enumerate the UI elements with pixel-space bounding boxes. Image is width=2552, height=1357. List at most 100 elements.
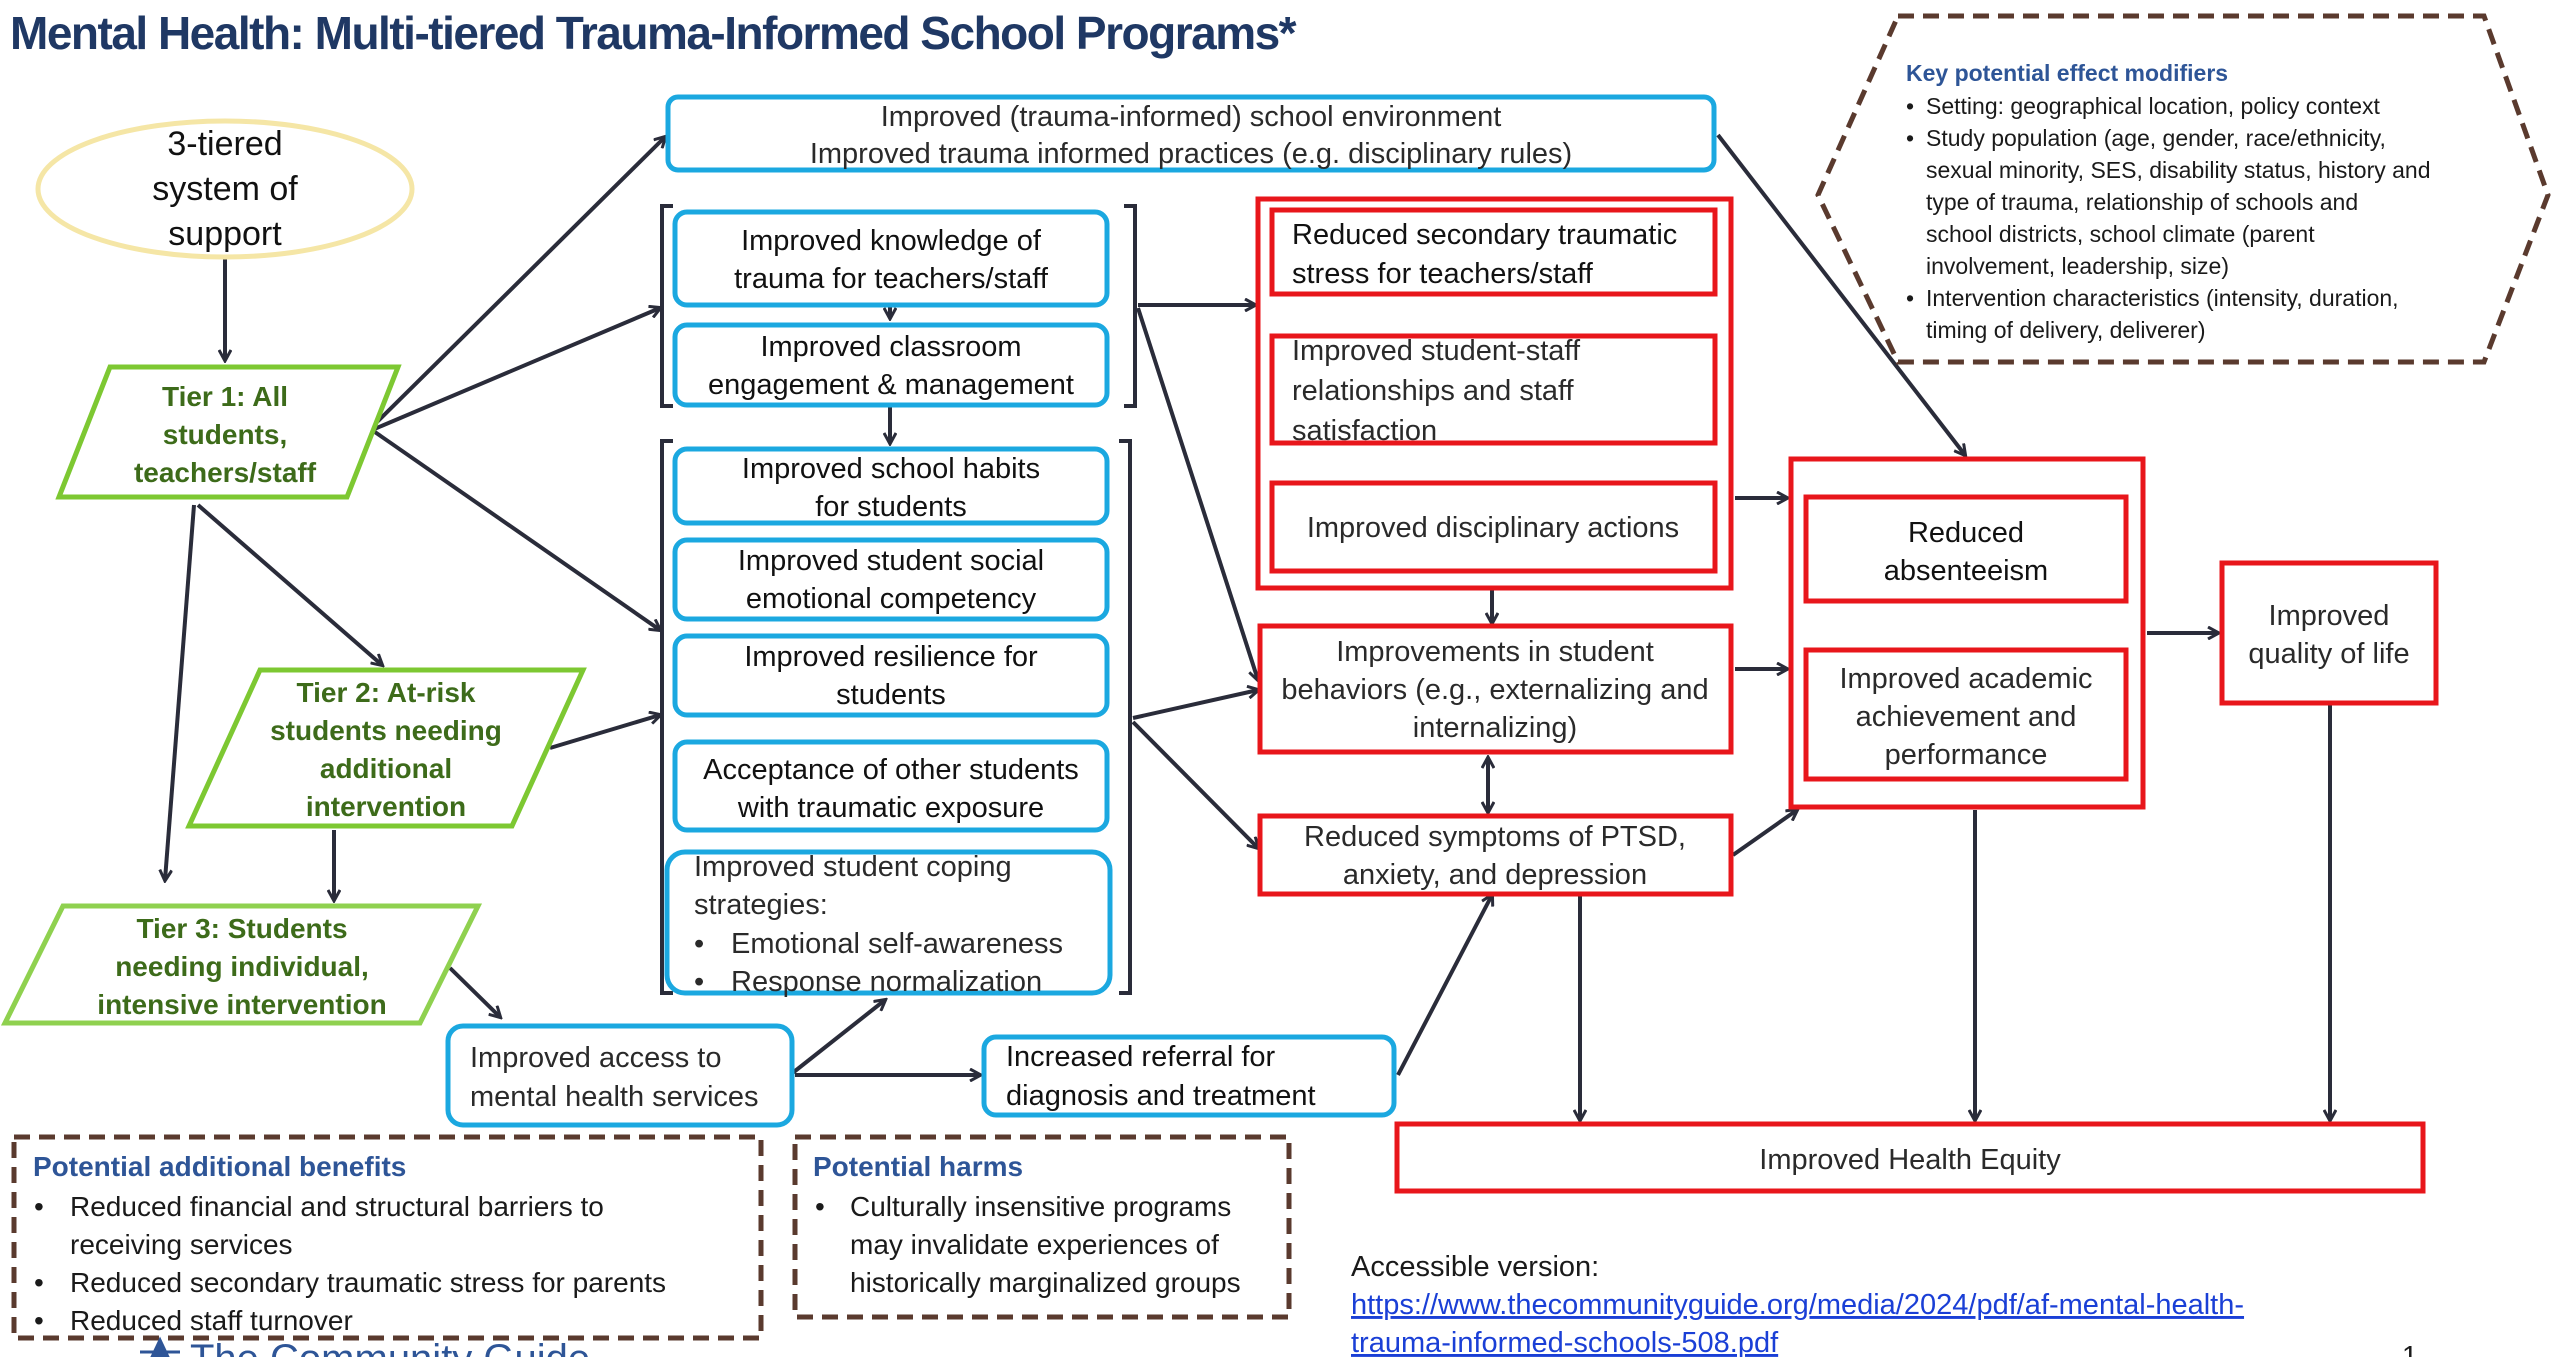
text-line: internalizing)	[1413, 712, 1577, 744]
text-line: engagement & management	[708, 369, 1074, 401]
text-line: teachers/staff	[134, 457, 317, 488]
text-line: intensive intervention	[97, 989, 386, 1020]
environment-box	[665, 94, 1717, 173]
text-line: Improved classroom	[760, 331, 1021, 363]
text-line: for students	[815, 491, 967, 523]
relationships-box	[1269, 333, 1718, 446]
students-bracket-left	[660, 439, 673, 995]
text-line: Tier 2: At-risk	[297, 677, 476, 708]
disciplinary-label: Improved disciplinary actions	[1307, 512, 1679, 544]
benefits-bullets: •Reduced financial and structural barrie…	[34, 1191, 666, 1336]
text-line: Improvements in student	[1336, 636, 1654, 668]
arrow-tier1-students	[370, 428, 660, 630]
health-equity-box	[1394, 1121, 2426, 1194]
accessible-link-line-2[interactable]: trauma-informed-schools-508.pdf	[1351, 1327, 1779, 1357]
text-line: Reduced	[1908, 517, 2024, 549]
stress-box	[1269, 207, 1718, 297]
arrow-tier1-tier3	[165, 504, 196, 880]
bullet-text: Culturally insensitive programs	[850, 1191, 1231, 1222]
access-box	[445, 1023, 795, 1128]
behaviors-box	[1257, 623, 1734, 755]
three-tier-oval	[35, 118, 415, 260]
text-line: strategies:	[694, 889, 828, 921]
accessible-link[interactable]: https://www.thecommunityguide.org/media/…	[1351, 1289, 2244, 1357]
bullet-marker: •	[1906, 285, 1914, 311]
text-line: Reduced symptoms of PTSD,	[1304, 821, 1686, 853]
coping-box	[664, 849, 1113, 996]
bullet-text: timing of delivery, deliverer)	[1926, 317, 2206, 343]
text-line: Tier 3: Students	[136, 913, 347, 944]
coping-bullets: • Emotional self-awareness • Response no…	[694, 928, 1063, 998]
habits-box	[672, 446, 1110, 526]
arrow-tier1-staff	[371, 308, 660, 432]
absenteeism-box	[1803, 494, 2129, 604]
tier2-box	[185, 667, 587, 829]
text-line: trauma for teachers/staff	[734, 263, 1049, 295]
acceptance-box	[672, 739, 1110, 833]
bullet-marker: •	[34, 1305, 44, 1336]
bullet-text: Study population (age, gender, race/ethn…	[1926, 125, 2386, 151]
arrow-referral-ptsd	[1396, 895, 1492, 1076]
tier2-label: Tier 2: At-risk students needing additiona…	[270, 677, 502, 822]
bullet-text: sexual minority, SES, disability status,…	[1926, 157, 2431, 183]
text-line: Improved school habits	[742, 453, 1040, 485]
text-line: behaviors (e.g., externalizing and	[1281, 674, 1708, 706]
ptsd-box	[1257, 813, 1734, 897]
text-line: quality of life	[2248, 638, 2409, 670]
text-line: Improved knowledge of	[741, 225, 1042, 257]
text-line: with traumatic exposure	[737, 792, 1044, 824]
coping-bullet-1: Emotional self-awareness	[731, 928, 1063, 960]
text-line: students needing	[270, 715, 502, 746]
staff-bracket-right	[1124, 204, 1137, 408]
logo-text: The Community Guide	[190, 1337, 590, 1357]
modifiers-heading: Key potential effect modifiers	[1906, 60, 2228, 86]
logo-star-icon	[140, 1336, 180, 1357]
text-line: anxiety, and depression	[1343, 859, 1647, 891]
knowledge-label: Improved knowledge of trauma for teachers…	[734, 225, 1049, 295]
text-line: satisfaction	[1292, 415, 1437, 447]
bullet-marker: •	[34, 1191, 44, 1222]
text-line: students	[836, 679, 946, 711]
text-line: Improved (trauma-informed) school enviro…	[881, 101, 1502, 133]
arrows	[165, 133, 2330, 1120]
text-line: 3-tiered	[167, 125, 282, 163]
text-line: Improved student-staff	[1292, 335, 1581, 367]
text-line: relationships and staff	[1292, 375, 1575, 407]
text-line: achievement and	[1856, 701, 2077, 733]
text-line: emotional competency	[746, 583, 1037, 615]
referral-box	[981, 1034, 1397, 1118]
accessible-link-line-1[interactable]: https://www.thecommunityguide.org/media/…	[1351, 1289, 2244, 1321]
accessible-label: Accessible version:	[1351, 1251, 1599, 1283]
harms-heading: Potential harms	[813, 1151, 1023, 1182]
modifiers-bullets: •Setting: geographical location, policy …	[1906, 93, 2431, 343]
page-number: 1	[2402, 1340, 2418, 1357]
relationships-label: Improved student-staff relationships and …	[1292, 335, 1581, 447]
arrow-tier1-environment	[370, 137, 665, 429]
arrow-environment-academic	[1716, 133, 1965, 455]
bullet-text: school districts, school climate (parent	[1926, 221, 2315, 247]
bullet-text: Reduced secondary traumatic stress for p…	[70, 1267, 666, 1298]
quality-of-life-box	[2219, 560, 2439, 706]
arrow-ptsd-academic	[1731, 810, 1797, 857]
text-line: mental health services	[470, 1081, 759, 1113]
text-line: Improved student coping	[694, 851, 1012, 883]
harms-box	[792, 1134, 1292, 1320]
bullet-marker: •	[34, 1267, 44, 1298]
habits-label: Improved school habits for students	[742, 453, 1040, 523]
text-line: Improved disciplinary actions	[1307, 512, 1679, 544]
tier3-box	[0, 903, 483, 1026]
text-line: Improved academic	[1839, 663, 2092, 695]
text-line: Improved	[2269, 600, 2390, 632]
text-line: Reduced secondary traumatic	[1292, 219, 1677, 251]
coping-bullet-marker: •	[694, 928, 704, 960]
classroom-box	[672, 322, 1110, 408]
text-line: additional	[320, 753, 452, 784]
text-line: intervention	[306, 791, 466, 822]
ptsd-label: Reduced symptoms of PTSD, anxiety, and de…	[1304, 821, 1686, 891]
